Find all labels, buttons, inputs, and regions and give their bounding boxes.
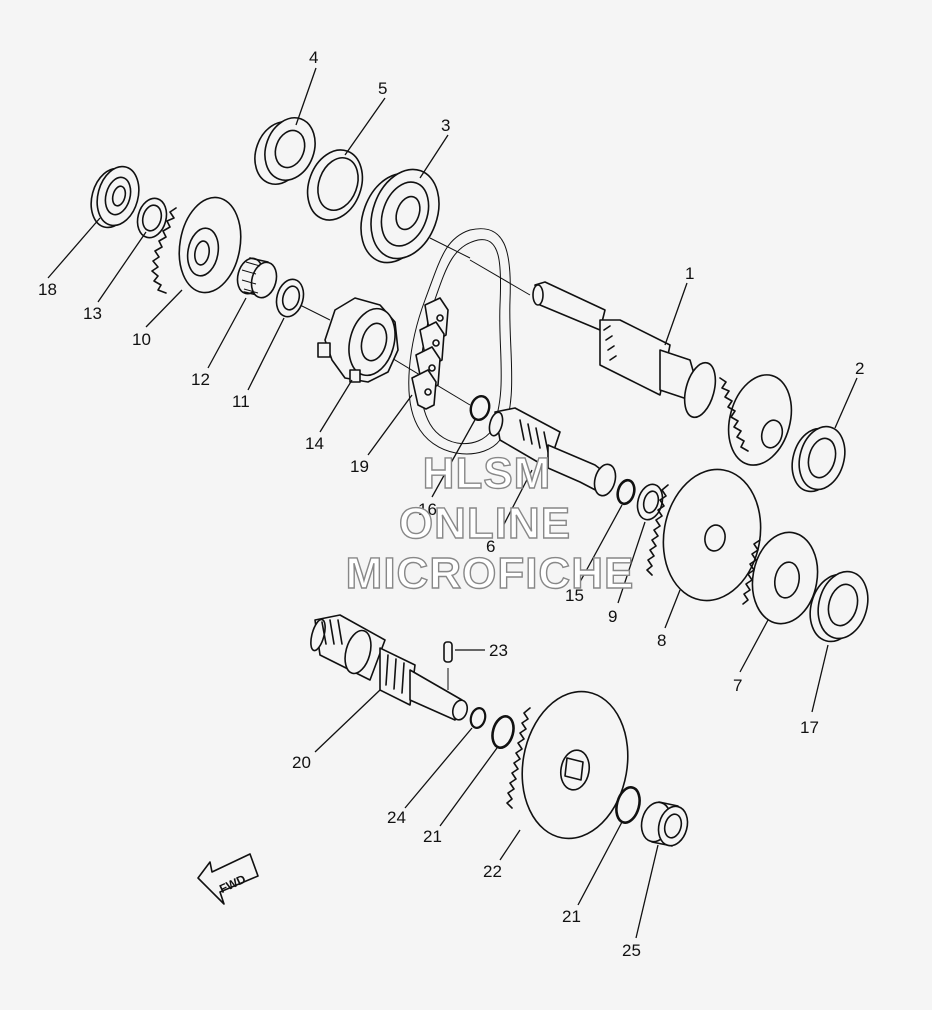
part-11-washer [275,278,305,318]
callout-23: 23 [489,641,508,660]
watermark-line-3: MICROFICHE [346,549,635,598]
callout-22: 22 [483,862,502,881]
callout-1: 1 [685,264,694,283]
part-13-washer [136,197,168,239]
callout-9: 9 [608,607,617,626]
callout-numbers: 4 5 3 1 2 18 13 10 12 11 14 19 16 6 15 9… [38,48,864,960]
callout-3: 3 [441,116,450,135]
watermark-line-1: HLSM [423,449,552,498]
callout-7: 7 [733,676,742,695]
callout-14: 14 [305,434,324,453]
callout-1-4: 4 [309,48,318,67]
callout-18: 18 [38,280,57,299]
callout-6: 6 [486,537,495,556]
part-15-circlip [616,478,636,506]
part-21-circlip-upper [491,715,515,749]
part-9-washer [636,483,664,521]
callout-21-lower: 21 [562,907,581,926]
watermark-line-2: ONLINE [399,499,571,548]
part-18-bearing [90,165,140,229]
part-10-gear [151,196,242,294]
watermark: HLSM ONLINE MICROFICHE [345,448,635,598]
callout-20: 20 [292,753,311,772]
part-22-final-gear [506,690,629,840]
part-3-bearing [360,168,440,264]
part-6-counter-shaft [488,407,617,497]
callout-12: 12 [191,370,210,389]
part-24-ring [469,707,487,729]
callout-19: 19 [350,457,369,476]
callout-21-upper: 21 [423,827,442,846]
part-1-main-shaft [532,281,793,466]
callout-8: 8 [657,631,666,650]
part-2-bearing [791,425,846,493]
part-12-needle-bearing [236,257,278,299]
part-25-needle-bearing [640,801,689,847]
callout-25: 25 [622,941,641,960]
callout-11: 11 [232,392,250,411]
callout-15: 15 [565,586,584,605]
part-5-seal-ring [306,149,364,221]
part-16-o-ring [469,394,491,422]
callout-24: 24 [387,808,406,827]
callout-2: 2 [855,359,864,378]
callout-13: 13 [83,304,102,323]
part-4-seal [254,117,316,185]
part-17-bearing [809,570,869,643]
part-14-dog-clutch [317,297,399,383]
callout-5: 5 [378,79,387,98]
part-23-pin [443,641,453,663]
part-7-gear [742,531,819,625]
part-21-circlip-lower [615,786,641,824]
callout-17: 17 [800,718,819,737]
part-20-output-shaft [310,614,469,721]
part-8-large-gear [646,468,762,602]
callout-16: 16 [418,500,437,519]
leader-lines [47,67,858,939]
part-19-chain-links [411,297,449,410]
callout-10: 10 [132,330,151,349]
fwd-arrow: FWD [197,853,259,905]
